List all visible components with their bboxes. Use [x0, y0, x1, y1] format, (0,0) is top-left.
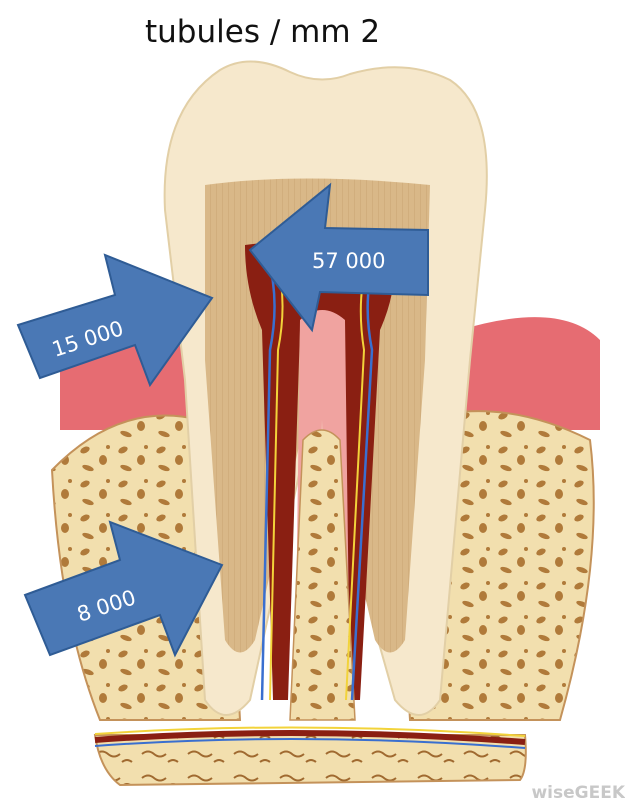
arrow-label-57000: 57 000 — [312, 249, 385, 273]
diagram-title: tubules / mm 2 — [145, 14, 445, 50]
watermark-logo: wiseGEEK — [531, 783, 625, 803]
